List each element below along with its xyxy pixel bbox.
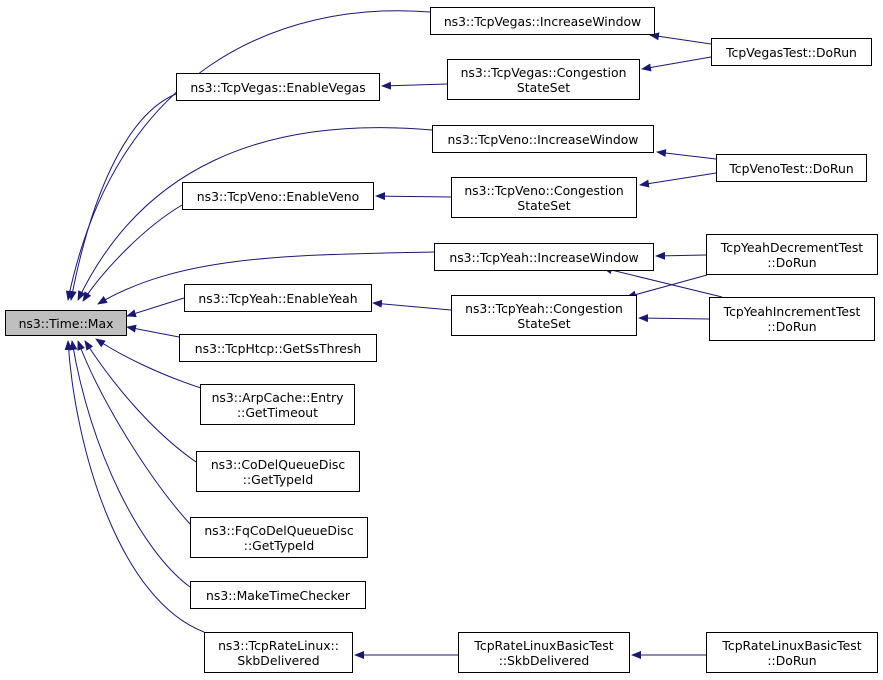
edge-vegas-enable-to-max <box>68 93 177 301</box>
node-label-line: ns3::TcpVeno::IncreaseWindow <box>447 131 639 147</box>
node-label-line: ns3::TcpRateLinux:: <box>218 637 339 653</box>
node-label-line: ::GetTypeId <box>242 471 314 487</box>
node-veno-enable[interactable]: ns3::TcpVeno::EnableVeno <box>182 182 374 210</box>
edge-yeah-css-to-yeah-enable <box>372 299 452 311</box>
node-label-line: ::DoRun <box>767 319 817 334</box>
node-label-line: ns3::TcpHtcp::GetSsThresh <box>194 340 362 356</box>
node-ratelinux-test-run[interactable]: TcpRateLinuxBasicTest::DoRun <box>706 632 878 673</box>
node-veno-incwin[interactable]: ns3::TcpVeno::IncreaseWindow <box>432 125 654 153</box>
node-vegas-enable[interactable]: ns3::TcpVegas::EnableVegas <box>176 73 380 101</box>
edge-vegas-css-to-vegas-enable <box>381 81 448 90</box>
node-label-line: ::DoRun <box>767 254 817 270</box>
node-label-line: ns3::ArpCache::Entry <box>211 389 344 405</box>
node-label-line: StateSet <box>517 197 571 213</box>
node-yeah-inc-test[interactable]: TcpYeahIncrementTest::DoRun <box>709 297 875 341</box>
node-label-line: TcpRateLinuxBasicTest <box>474 637 614 653</box>
edge-vegas-incwin-to-max <box>65 10 431 301</box>
node-label-line: ::SkbDelivered <box>498 652 590 668</box>
node-label-line: ns3::TcpYeah::Congestion <box>465 300 623 316</box>
node-label-line: ns3::TcpYeah::IncreaseWindow <box>449 249 639 265</box>
edge-veno-test-to-veno-css <box>639 172 717 188</box>
node-label-line: ns3::TcpVegas::IncreaseWindow <box>443 13 642 29</box>
node-ratelinux-test-skb[interactable]: TcpRateLinuxBasicTest::SkbDelivered <box>458 632 630 673</box>
edge-veno-enable-to-max <box>82 204 183 302</box>
node-label-line: ns3::TcpVeno::EnableVeno <box>196 188 360 204</box>
edge-yeah-incwin-to-max <box>97 251 435 305</box>
node-arpcache[interactable]: ns3::ArpCache::Entry::GetTimeout <box>200 384 355 425</box>
edge-veno-test-to-veno-incwin <box>656 149 717 160</box>
edge-ratelinux-to-max <box>64 340 205 633</box>
node-label-line: TcpYeahDecrementTest <box>720 239 864 255</box>
node-label-line: StateSet <box>517 315 571 331</box>
edge-veno-css-to-veno-enable <box>375 192 452 201</box>
node-label-line: ns3::CoDelQueueDisc <box>210 456 346 472</box>
edge-htcp-to-max <box>126 324 180 338</box>
node-label-line: ns3::FqCoDelQueueDisc <box>204 522 354 538</box>
node-label-line: ns3::TcpVegas::Congestion <box>460 64 627 80</box>
edge-fqcodel-to-max <box>77 340 191 525</box>
node-vegas-incwin[interactable]: ns3::TcpVegas::IncreaseWindow <box>430 7 655 35</box>
node-label-line: StateSet <box>516 79 571 95</box>
node-htcp[interactable]: ns3::TcpHtcp::GetSsThresh <box>179 334 377 362</box>
node-label-line: ::DoRun <box>767 652 817 668</box>
node-ratelinux[interactable]: ns3::TcpRateLinux::SkbDelivered <box>204 632 353 673</box>
edge-yeah-enable-to-max <box>126 297 185 318</box>
node-label-line: ns3::TcpYeah::EnableYeah <box>198 290 358 306</box>
edge-vegas-test-to-vegas-css <box>641 56 712 72</box>
edge-veno-incwin-to-max <box>77 127 433 301</box>
edge-arpcache-to-max <box>95 338 205 390</box>
node-codel[interactable]: ns3::CoDelQueueDisc::GetTypeId <box>196 451 360 492</box>
node-label-line: ns3::Time::Max <box>18 315 114 331</box>
node-vegas-test[interactable]: TcpVegasTest::DoRun <box>711 38 872 66</box>
edge-maketime-to-max <box>69 340 191 588</box>
node-label-line: TcpVegasTest::DoRun <box>726 44 857 60</box>
node-label-line: ::GetTypeId <box>243 537 315 553</box>
node-label-line: TcpYeahIncrementTest <box>723 304 861 319</box>
node-label-line: ns3::TcpVeno::Congestion <box>464 182 624 198</box>
node-maketime[interactable]: ns3::MakeTimeChecker <box>190 581 366 609</box>
node-yeah-enable[interactable]: ns3::TcpYeah::EnableYeah <box>184 284 372 312</box>
node-yeah-incwin[interactable]: ns3::TcpYeah::IncreaseWindow <box>434 243 654 271</box>
edge-codel-to-max <box>84 340 197 463</box>
edge-vegas-test-to-vegas-incwin <box>649 32 712 45</box>
edge-yeah-inc-test-to-yeah-incwin <box>602 266 723 298</box>
node-label-line: ::GetTimeout <box>236 404 319 420</box>
node-veno-test[interactable]: TcpVenoTest::DoRun <box>716 154 867 182</box>
edge-yeah-inc-test-to-yeah-css <box>638 314 710 323</box>
node-max: ns3::Time::Max <box>5 310 127 336</box>
node-label-line: TcpVenoTest::DoRun <box>729 160 854 176</box>
node-yeah-dec-test[interactable]: TcpYeahDecrementTest::DoRun <box>706 234 878 275</box>
edge-yeah-dec-test-to-yeah-css <box>626 274 708 299</box>
node-label-line: SkbDelivered <box>237 652 320 668</box>
node-label-line: TcpRateLinuxBasicTest <box>722 637 862 653</box>
node-label-line: ns3::MakeTimeChecker <box>206 587 350 603</box>
node-fqcodel[interactable]: ns3::FqCoDelQueueDisc::GetTypeId <box>190 517 368 558</box>
edge-yeah-dec-test-to-yeah-incwin <box>655 251 707 260</box>
node-label-line: ns3::TcpVegas::EnableVegas <box>190 79 366 95</box>
